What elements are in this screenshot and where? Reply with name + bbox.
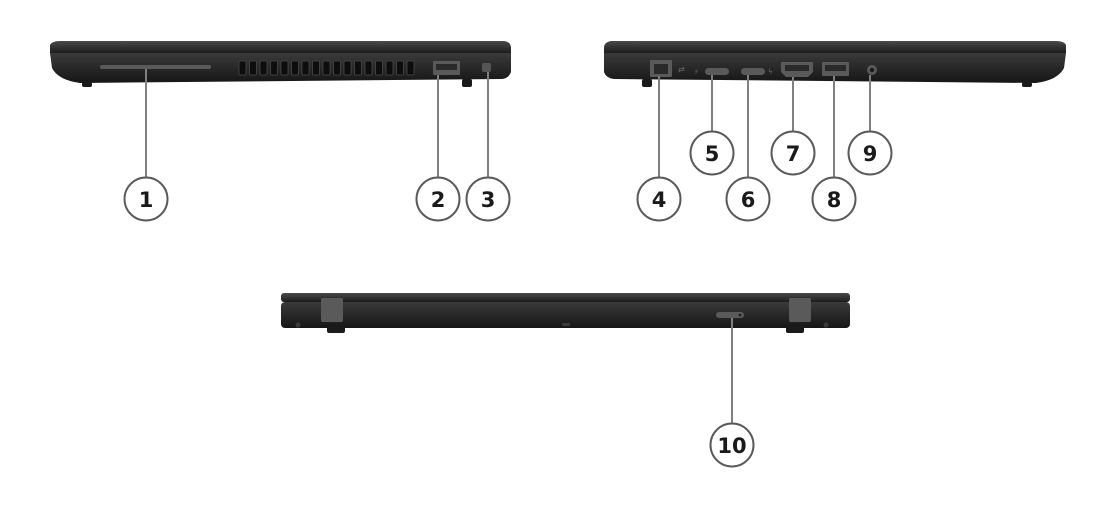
left-foot-rear (462, 79, 472, 87)
vent-slot (364, 60, 373, 76)
usb-c-port-1 (705, 68, 729, 75)
vent-slot (270, 60, 278, 76)
rear-mark-right (823, 322, 829, 328)
usb-c-port-2 (741, 68, 765, 75)
vent-slot (354, 60, 362, 76)
callout-8-label: 8 (827, 188, 842, 212)
callout-1-label: 1 (139, 188, 154, 212)
security-lock-slot (482, 63, 491, 72)
callout-5-label: 5 (705, 142, 720, 166)
rear-base (281, 302, 850, 328)
callout-3: 3 (465, 176, 511, 222)
callout-6-label: 6 (741, 188, 756, 212)
callout-10: 10 (709, 422, 755, 468)
rear-foot-left (327, 326, 345, 333)
vent-grille (238, 60, 415, 76)
vent-slot (396, 60, 404, 76)
thunderbolt-icon: ϟ (768, 68, 773, 76)
right-foot-rear (642, 79, 652, 87)
usb-c-1-icon: ⚡ (694, 68, 699, 76)
sim-eject-hole (738, 313, 742, 317)
callout-3-label: 3 (481, 188, 496, 212)
left-hinge (321, 298, 343, 322)
left-side-view (50, 41, 511, 87)
callout-9-label: 9 (863, 142, 878, 166)
callout-7-label: 7 (786, 142, 801, 166)
hdmi-port-inner (785, 65, 809, 71)
vent-slot (333, 60, 341, 76)
ethernet-port-inner (654, 64, 668, 74)
callout-6: 6 (725, 176, 771, 222)
vent-slot (280, 60, 289, 76)
right-lid (604, 41, 1066, 53)
usb-a-port-left-inner (436, 64, 457, 70)
vent-slot (312, 60, 320, 76)
left-base (50, 53, 511, 83)
vent-slot (322, 60, 331, 76)
callout-1: 1 (123, 176, 169, 222)
vent-slot (259, 60, 268, 76)
callouts: 1 2 3 4 5 6 7 8 (123, 130, 893, 468)
nano-sim-slot (716, 312, 744, 318)
right-foot-front (1022, 82, 1032, 87)
callout-2: 2 (415, 176, 461, 222)
callout-7: 7 (770, 130, 816, 176)
vent-slot (249, 60, 257, 76)
right-hinge (789, 298, 811, 322)
callout-5: 5 (689, 130, 735, 176)
audio-jack-inner (869, 67, 875, 73)
callout-8: 8 (811, 176, 857, 222)
rear-lid (281, 293, 850, 302)
callout-4-label: 4 (652, 188, 667, 212)
smart-card-slot (100, 65, 211, 69)
rear-foot-right (786, 326, 804, 333)
callout-9: 9 (847, 130, 893, 176)
vent-slot (238, 60, 247, 76)
callout-4: 4 (636, 176, 682, 222)
callout-2-label: 2 (431, 188, 446, 212)
rear-mark-left (295, 322, 301, 328)
left-lid (50, 41, 511, 53)
leader-lines (145, 69, 871, 423)
vent-slot (385, 60, 394, 76)
callout-10-label: 10 (717, 434, 746, 458)
vent-slot (406, 60, 415, 76)
rear-view (281, 293, 850, 333)
rear-mark-center (562, 323, 570, 326)
right-side-view: ⇄ ⚡ ϟ (604, 41, 1066, 87)
usb-a-port-right-inner (825, 65, 846, 71)
vent-slot (343, 60, 352, 76)
vent-slot (301, 60, 310, 76)
vent-slot (375, 60, 383, 76)
ethernet-icon: ⇄ (678, 65, 685, 74)
vent-slot (291, 60, 299, 76)
left-foot-front (82, 82, 92, 87)
